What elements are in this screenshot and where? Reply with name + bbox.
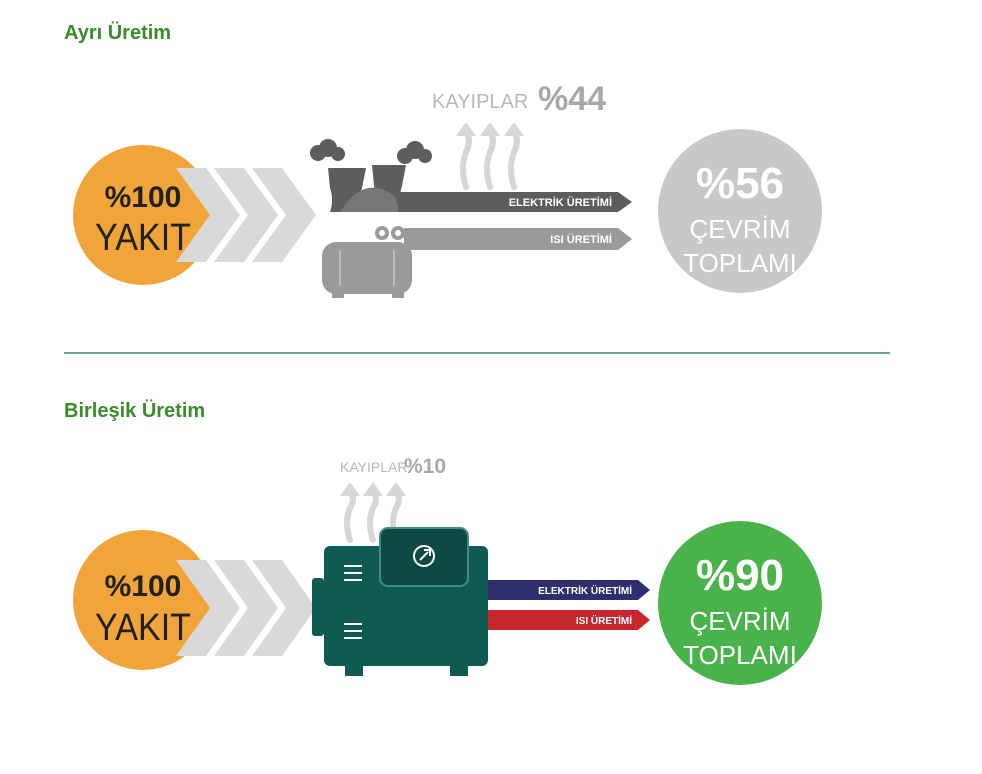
heat-loss-arrows-icon bbox=[456, 122, 524, 190]
separate-production-diagram: %100 YAKIT ELEKTRİK ÜRETİMİ bbox=[73, 80, 822, 298]
heat-arrow-combined: ISI ÜRETİMİ bbox=[488, 610, 650, 630]
chp-engine-icon bbox=[312, 527, 488, 676]
electricity-arrow-separate: ELEKTRİK ÜRETİMİ bbox=[398, 192, 632, 212]
boiler-icon bbox=[322, 226, 412, 298]
fuel-circle-separate: %100 YAKIT bbox=[73, 145, 213, 285]
electricity-label-combined: ELEKTRİK ÜRETİMİ bbox=[538, 584, 632, 597]
electricity-arrow-combined: ELEKTRİK ÜRETİMİ bbox=[488, 580, 650, 600]
power-plant-icon bbox=[310, 139, 432, 212]
losses-label-combined: KAYIPLAR bbox=[340, 459, 407, 475]
chevron-arrows-icon bbox=[176, 168, 316, 262]
heat-label-separate: ISI ÜRETİMİ bbox=[550, 233, 612, 246]
section-title-separate: Ayrı Üretim bbox=[64, 22, 172, 44]
losses-label-separate: KAYIPLAR bbox=[432, 91, 528, 113]
efficiency-percent-separate: %56 bbox=[696, 159, 784, 208]
efficiency-line1-combined: ÇEVRİM bbox=[689, 606, 790, 636]
efficiency-circle-separate: %56 ÇEVRİM TOPLAMI bbox=[658, 129, 822, 293]
fuel-label-separate: YAKIT bbox=[95, 217, 191, 259]
efficiency-line2-combined: TOPLAMI bbox=[683, 640, 797, 670]
fuel-circle-combined: %100 YAKIT bbox=[73, 530, 213, 670]
heat-arrow-separate: ISI ÜRETİMİ bbox=[404, 228, 632, 250]
fuel-percent-combined: %100 bbox=[105, 570, 182, 603]
section-title-combined: Birleşik Üretim bbox=[64, 400, 206, 422]
efficiency-line1-separate: ÇEVRİM bbox=[689, 214, 790, 244]
heat-label-combined: ISI ÜRETİMİ bbox=[576, 614, 632, 627]
electricity-label-separate: ELEKTRİK ÜRETİMİ bbox=[509, 196, 612, 209]
chevron-arrows-icon bbox=[176, 560, 316, 656]
combined-production-diagram: %100 YAKIT KAYIPLAR %10 bbox=[73, 455, 822, 685]
efficiency-circle-combined: %90 ÇEVRİM TOPLAMI bbox=[658, 521, 822, 685]
fuel-label-combined: YAKIT bbox=[95, 607, 191, 649]
fuel-percent-separate: %100 bbox=[105, 181, 182, 214]
losses-percent-combined: %10 bbox=[404, 455, 446, 478]
efficiency-percent-combined: %90 bbox=[696, 551, 784, 600]
section-divider bbox=[64, 352, 890, 354]
efficiency-line2-separate: TOPLAMI bbox=[683, 248, 797, 278]
losses-percent-separate: %44 bbox=[538, 80, 606, 118]
